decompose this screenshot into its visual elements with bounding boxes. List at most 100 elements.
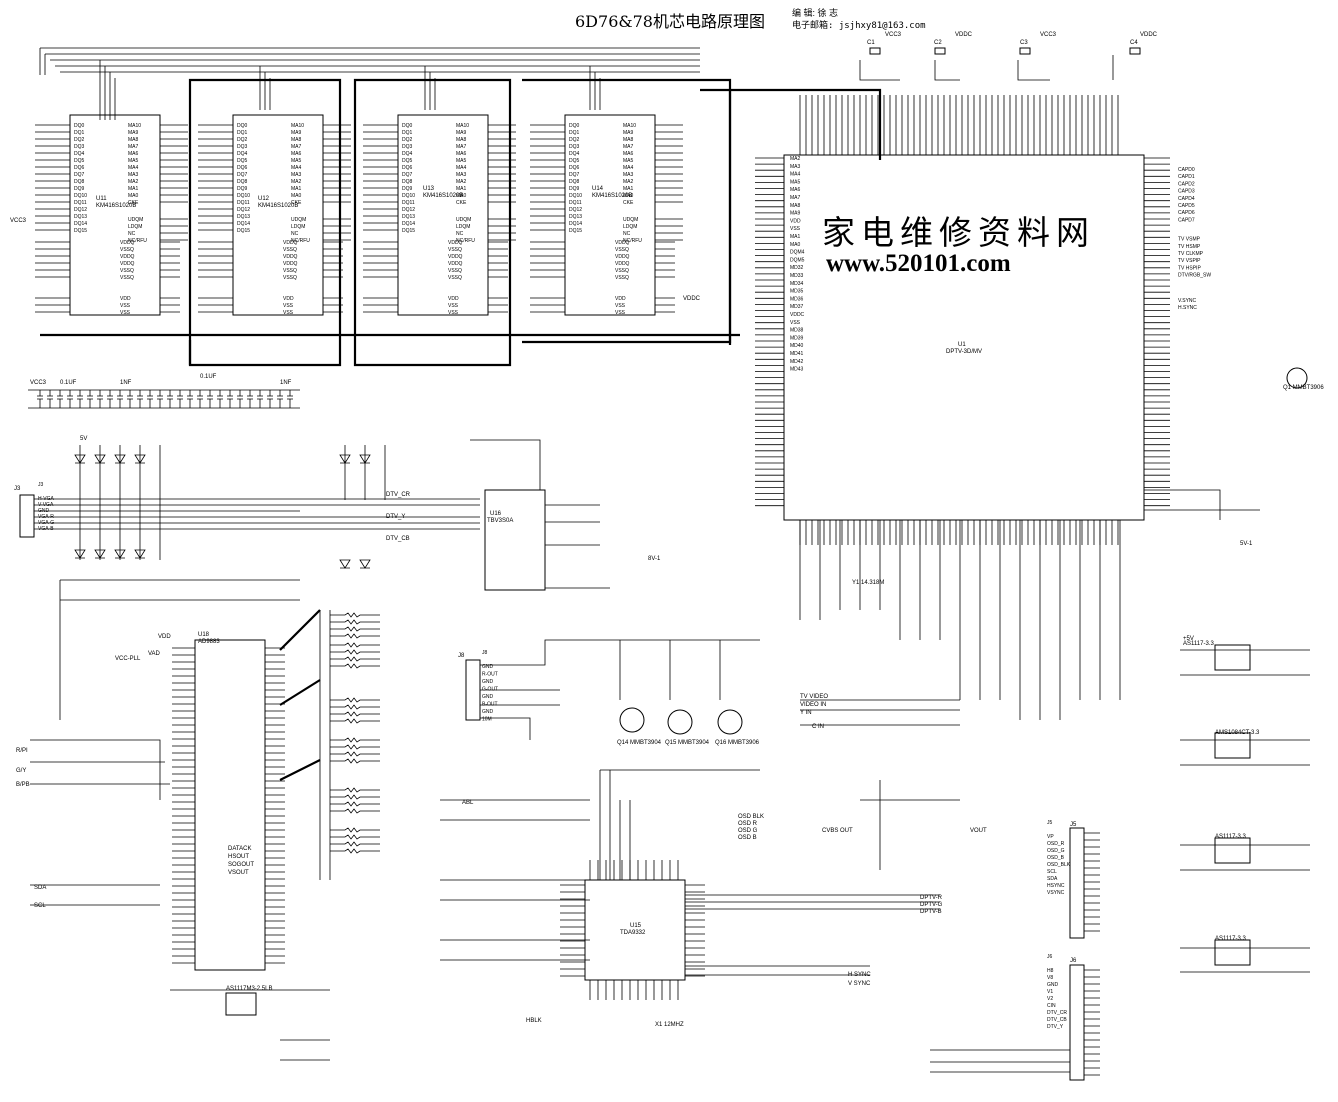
dptv-pin-label: CAPD3: [1178, 189, 1195, 195]
sdram-pin-label: UDQM: [456, 217, 471, 223]
svg-text:KM416S1020B: KM416S1020B: [423, 193, 463, 199]
sdram-pin-label: MA3: [128, 172, 139, 178]
sdram-pin-label: MA4: [128, 165, 139, 171]
dptv-pin-label: CAPD5: [1178, 203, 1195, 209]
dptv-pin-label: CAPD0: [1178, 167, 1195, 173]
dptv-pin-label: MA9: [790, 211, 801, 217]
label-h-sync: H SYNC: [848, 972, 871, 978]
sdram-pin-label: DQ9: [74, 186, 85, 192]
dptv-pin-label: VDDC: [790, 312, 805, 318]
sdram-pin-label: DQ13: [237, 214, 250, 220]
rail-vad: VAD: [148, 651, 161, 657]
sdram-pin-label: MA10: [128, 123, 141, 129]
sdram-pin-label: VDDQ: [283, 240, 298, 246]
sdram-pin-label: VSS: [283, 310, 294, 316]
svg-text:0.1UF: 0.1UF: [60, 380, 77, 386]
dptv-right-pin-labels: CAPD0CAPD1CAPD2CAPD3CAPD4CAPD5CAPD6CAPD7…: [1178, 167, 1211, 311]
svg-text:0.1UF: 0.1UF: [200, 374, 217, 380]
sdram-pin-label: VSSQ: [615, 275, 629, 281]
dptv-pin-label: TV CLKMP: [1178, 251, 1204, 257]
sdram-pin-label: MA6: [456, 151, 467, 157]
label-hblk: HBLK: [526, 1018, 542, 1024]
sdram-pin-label: DQ3: [569, 144, 580, 150]
dptv-pin-label: MD41: [790, 351, 804, 357]
connector-pin-label: V8: [1047, 975, 1053, 981]
svg-text:U15: U15: [630, 923, 642, 929]
sdram-pin-label: DQ5: [569, 158, 580, 164]
sdram-pin-label: MA4: [623, 165, 634, 171]
sdram-pin-label: VDDQ: [615, 240, 630, 246]
dptv-pin-label: VDD: [790, 218, 801, 224]
sdram-pin-label: MA0: [291, 193, 302, 199]
sdram-pin-label: DQ7: [402, 172, 413, 178]
svg-text:KM416S1020B: KM416S1020B: [258, 203, 298, 209]
dptv-pin-label: MD40: [790, 343, 804, 349]
sdram-pin-label: NC: [623, 231, 631, 237]
sdram-pin-label: DQ11: [569, 200, 582, 206]
sdram-pin-label: NC/RFU: [456, 238, 475, 244]
dptv-pin-label: MD34: [790, 281, 804, 287]
sdram-pin-label: MA9: [128, 130, 139, 136]
connector-pin-label: HSYNC: [1047, 883, 1065, 889]
sdram-pin-label: DQ13: [569, 214, 582, 220]
sdram-pin-label: NC: [291, 231, 299, 237]
connector-pin-label: OSD_B: [1047, 855, 1065, 861]
sdram-pin-label: DQ1: [74, 130, 85, 136]
adc-u18: U18 AD9883: [172, 609, 331, 971]
label-dtv-y: DTV_Y: [386, 514, 405, 520]
part-x1: X1 12MHZ: [655, 1022, 684, 1028]
sdram-pin-label: VSSQ: [283, 247, 297, 253]
rail-vddc-mid: VDDC: [683, 296, 701, 302]
dptv-pin-label: MA4: [790, 172, 801, 178]
sdram-pin-label: MA5: [456, 158, 467, 164]
sdram-pin-label: MA7: [291, 144, 302, 150]
svg-text:U14: U14: [592, 186, 604, 192]
dptv-pin-label: MD36: [790, 296, 804, 302]
sdram-pin-label: MA5: [623, 158, 634, 164]
label-dptv-b: DPTV-B: [920, 909, 942, 915]
part-labels: Q1 MMBT3906 Q14 MMBT3904 Q15 MMBT3904 Q1…: [226, 385, 1324, 1028]
sdram-pin-label: DQ15: [402, 228, 415, 234]
sdram-pin-label: CKE: [291, 200, 302, 206]
connector-pin-label: CIN: [1047, 1003, 1056, 1009]
sdram-pin-label: DQ4: [74, 151, 85, 157]
svg-text:TBV3S0A: TBV3S0A: [487, 518, 513, 524]
dptv-pin-label: MA7: [790, 195, 801, 201]
sdram-pin-label: DQ9: [569, 186, 580, 192]
connector-pin-label: R-OUT: [482, 672, 498, 678]
svg-text:U11: U11: [96, 196, 107, 202]
sdram-pin-label: NC/RFU: [291, 238, 310, 244]
sdram-pin-label: DQ11: [402, 200, 415, 206]
dptv-pin-label: MA6: [790, 187, 801, 193]
sdram-pin-label: DQ4: [569, 151, 580, 157]
sdram-pin-label: DQ8: [237, 179, 248, 185]
dptv-pin-label: MA5: [790, 179, 801, 185]
sdram-u11: U11 KM416S1020B: [69, 114, 161, 316]
sdram-pin-label: DQ0: [402, 123, 413, 129]
regulator-section: [225, 644, 1310, 1016]
part-y1: Y1 14.318M: [852, 580, 884, 586]
dptv-pin-label: DTV/RGB_SW: [1178, 273, 1211, 279]
sdram-pin-label: MA8: [291, 137, 302, 143]
sdram-pin-label: DQ4: [402, 151, 413, 157]
sdram-pin-label: MA6: [623, 151, 634, 157]
label-scl: SCL: [34, 903, 46, 909]
connector-pin-label: H-VGA: [38, 496, 55, 502]
connector-pin-label: SCL: [1047, 869, 1057, 875]
sdram-pin-label: DQ7: [74, 172, 85, 178]
svg-text:J5: J5: [1070, 822, 1077, 828]
label-osd-b: OSD B: [738, 835, 757, 841]
dptv-pin-label: MA2: [790, 156, 801, 162]
sdram-pin-label: VSSQ: [120, 275, 134, 281]
svg-text:U13: U13: [423, 186, 435, 192]
sdram-pin-label: VSSQ: [283, 268, 297, 274]
label-osd-g: OSD G: [738, 828, 758, 834]
connector-pin-label: V-VGA: [38, 502, 54, 508]
signal-labels: R/PI G/Y B/PB SDA SCL ABL TV VIDEO VIDEO…: [16, 492, 987, 1024]
label-r-pi: R/PI: [16, 748, 28, 754]
sdram-pin-label: UDQM: [291, 217, 306, 223]
label-v-sync: V SYNC: [848, 981, 871, 987]
connector-pin-label: DTV_CB: [1047, 1017, 1067, 1023]
editor-email: 电子邮箱: jsjhxy81@163.com: [792, 21, 926, 31]
